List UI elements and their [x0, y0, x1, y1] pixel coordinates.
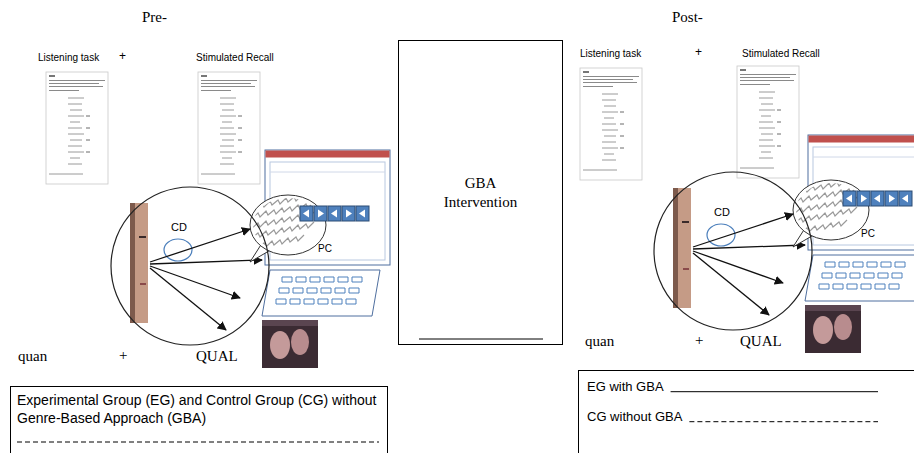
- face-photo: [130, 203, 135, 323]
- gaze-arrows: [150, 229, 250, 262]
- circle-outline: [654, 172, 812, 330]
- phase-title: Post-: [672, 9, 703, 26]
- circle-outline: [653, 171, 813, 331]
- hands-photo: [262, 320, 318, 326]
- speech-bubble: [252, 194, 314, 248]
- key-entry: EG with GBA: [587, 379, 664, 394]
- pc-monitor: [266, 151, 390, 158]
- method-label: quan: [585, 333, 614, 350]
- group-box: Experimental Group (EG) and Control Grou…: [10, 386, 388, 453]
- intervention-label: GBA Intervention: [435, 174, 527, 212]
- speech-bubble: [252, 222, 314, 238]
- rule-lines: [399, 41, 562, 344]
- hands-photo: [262, 320, 318, 368]
- task-label: Stimulated Recall: [196, 52, 274, 64]
- doc-thumbnail: [737, 66, 799, 178]
- hands-photo: [270, 331, 290, 359]
- task-label: Listening task: [580, 48, 641, 60]
- speech-bubble: [250, 194, 326, 262]
- recall-circle: CD: [653, 171, 813, 331]
- plus-sign: +: [119, 347, 127, 364]
- hands-photo: [291, 329, 309, 355]
- intervention-box: GBA Intervention: [398, 40, 563, 345]
- plus-sign: +: [695, 46, 702, 60]
- circle-outline: [110, 186, 270, 346]
- pc-monitor: [270, 172, 385, 173]
- keyboard: [262, 270, 380, 316]
- speech-bubble: [250, 195, 326, 255]
- dashed-rule: [689, 421, 878, 422]
- group-description: Experimental Group (EG) and Control Grou…: [17, 392, 381, 427]
- recall-setup-illustration: [673, 135, 914, 353]
- method-label: quan: [18, 348, 47, 365]
- key-entry: CG without GBA: [587, 409, 682, 424]
- doc-thumbnail: [198, 72, 260, 184]
- solid-rule: [671, 391, 878, 392]
- face-photo: [130, 203, 148, 323]
- node-label: CD: [714, 206, 730, 218]
- circle-outline: [111, 187, 269, 345]
- screen-buttons: [303, 210, 365, 218]
- face-photo: [140, 283, 146, 285]
- keyboard: [279, 288, 359, 293]
- plus-sign: +: [695, 332, 703, 349]
- plus-sign: +: [119, 50, 126, 64]
- dashed-rule: [17, 442, 379, 443]
- hands-photo: [262, 320, 318, 368]
- doc-thumbnail: [46, 72, 108, 184]
- keyboard: [276, 299, 356, 304]
- gaze-arrows: [150, 266, 240, 298]
- screen-buttons: [300, 206, 369, 221]
- gaze-arrows: [150, 229, 262, 330]
- method-label: QUAL: [740, 333, 782, 350]
- keyboard: [282, 277, 362, 282]
- gaze-arrows: [150, 268, 226, 330]
- group-key-box: EG with GBA CG without GBA: [578, 370, 914, 453]
- task-label: Stimulated Recall: [742, 48, 820, 60]
- phase-title: Pre-: [142, 9, 167, 26]
- gaze-arrows: [150, 260, 262, 264]
- doc-thumbnail: [580, 68, 642, 180]
- node-label: CD: [171, 221, 187, 233]
- task-label: Listening task: [38, 52, 99, 64]
- face-photo: [139, 236, 146, 238]
- keyboard: [262, 270, 380, 316]
- device-label: PC: [318, 243, 332, 255]
- recall-circle: CD: [110, 186, 270, 346]
- device-label: PC: [861, 228, 875, 240]
- solid-rule: [419, 339, 543, 340]
- recall-setup-illustration: [130, 150, 390, 368]
- method-label: QUAL: [196, 348, 238, 365]
- face-photo: [130, 203, 148, 323]
